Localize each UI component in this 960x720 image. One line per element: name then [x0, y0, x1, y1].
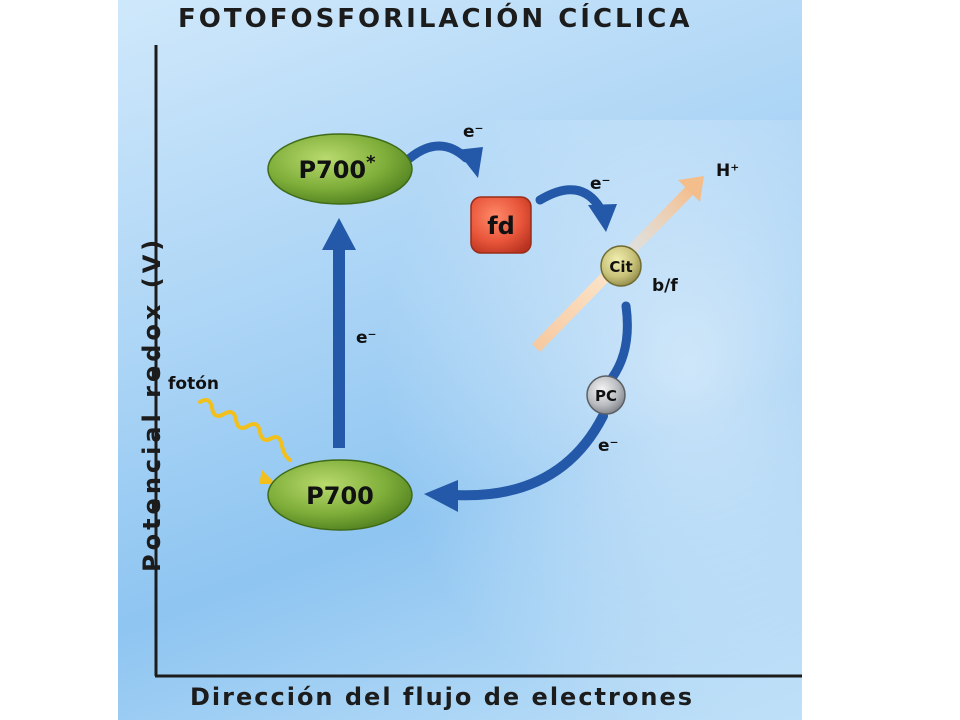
diagram-title: FOTOFOSFORILACIÓN CÍCLICA — [178, 4, 693, 34]
photon-wave — [198, 398, 292, 484]
p700-label: P700 — [306, 482, 374, 510]
diagram-background — [118, 0, 802, 720]
node-cit: Cit b/f — [600, 245, 678, 296]
p700-excited-label: P700 — [298, 156, 366, 184]
node-fd: fd — [470, 196, 532, 254]
electron-label-to-fd: e⁻ — [463, 122, 484, 142]
arrow-fd-to-cit — [535, 185, 617, 232]
electron-label-to-cit: e⁻ — [590, 174, 611, 194]
arrow-p700-to-fd — [405, 141, 483, 178]
y-axis-label: Potencial redox (V) — [138, 235, 166, 572]
p700-excited-superscript: * — [366, 152, 376, 173]
arrow-cit-pc-to-p700 — [424, 301, 632, 512]
proton-label: H⁺ — [716, 161, 739, 181]
node-p700: P700 — [267, 459, 413, 531]
electron-up-arrow — [322, 218, 356, 448]
pc-label: PC — [595, 387, 617, 405]
node-pc: PC — [586, 375, 626, 415]
photon-label: fotón — [168, 374, 219, 394]
cit-label: Cit — [609, 258, 632, 276]
electron-label-from-pc: e⁻ — [598, 436, 619, 456]
cit-side-label: b/f — [652, 276, 678, 296]
node-p700-excited: P700* — [267, 133, 413, 205]
electron-label-up: e⁻ — [356, 328, 377, 348]
x-axis-label: Dirección del flujo de electrones — [190, 683, 694, 711]
svg-text:P700*: P700* — [298, 152, 376, 184]
axes — [154, 45, 802, 678]
fd-label: fd — [487, 212, 515, 240]
